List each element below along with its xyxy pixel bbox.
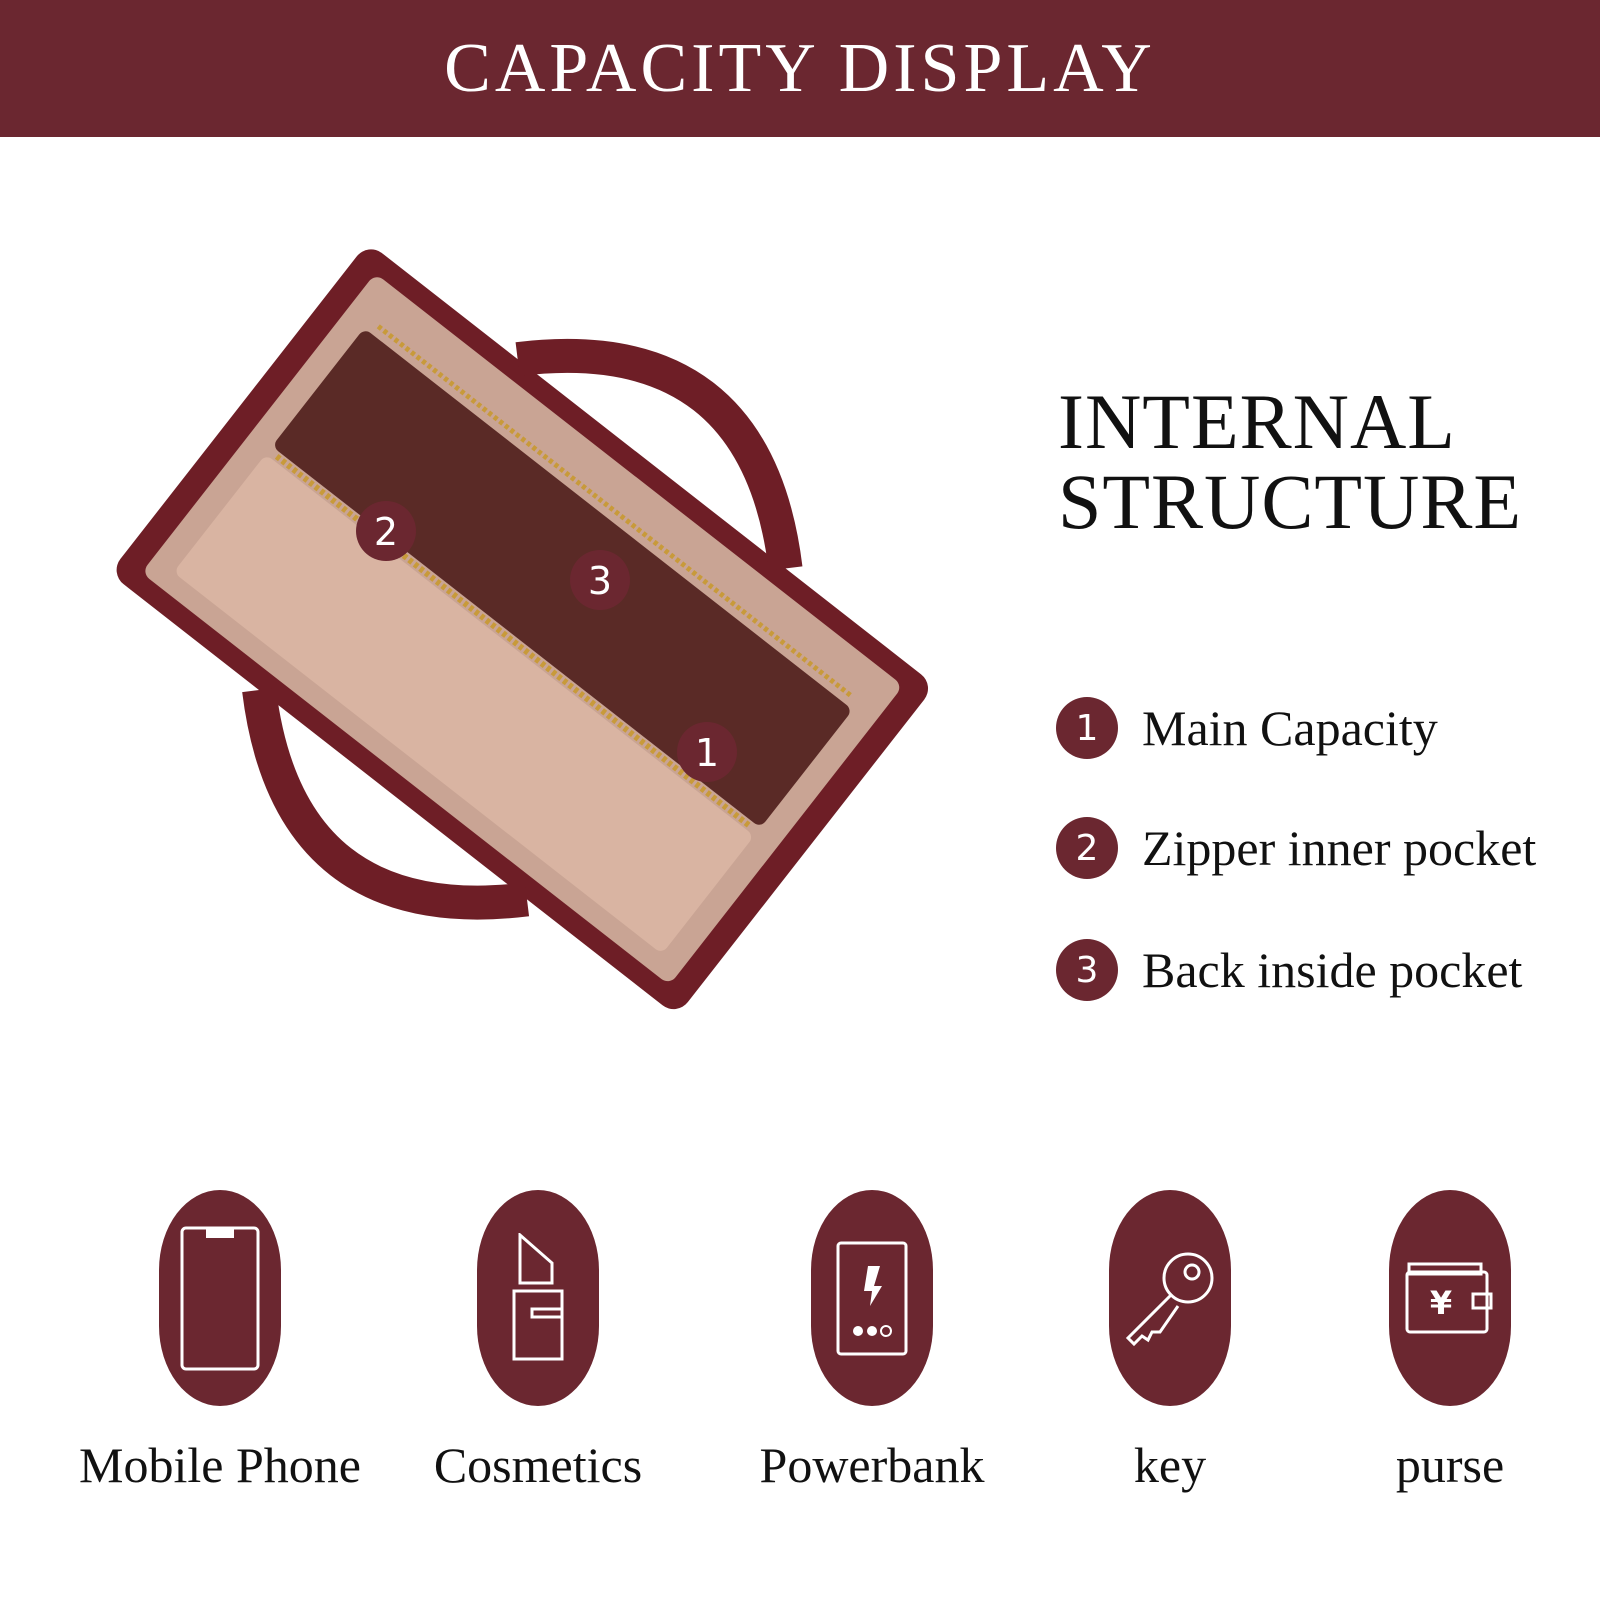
page-title: CAPACITY DISPLAY [444,29,1156,107]
item-key: key [1020,1190,1320,1494]
number-badge: 1 [1056,697,1118,759]
item-label: key [1133,1437,1207,1493]
phone-icon [159,1190,281,1406]
handbag-image: 2 3 1 [116,249,929,1010]
lipstick-icon [477,1190,599,1406]
feature-label: Zipper inner pocket [1142,820,1537,876]
svg-text:¥: ¥ [1430,1284,1452,1322]
item-label: Mobile Phone [79,1437,361,1493]
svg-text:3: 3 [588,559,612,603]
key-icon [1109,1190,1231,1406]
svg-text:1: 1 [695,731,719,775]
marker-2: 2 [356,501,416,561]
title-line-2: STRUCTURE [1058,458,1523,545]
header-banner: CAPACITY DISPLAY [0,0,1600,137]
feature-label: Main Capacity [1142,700,1438,756]
number-badge: 2 [1056,817,1118,879]
item-purse: ¥ purse [1300,1190,1600,1494]
item-mobile-phone: Mobile Phone [70,1190,370,1494]
item-cosmetics: Cosmetics [388,1190,688,1494]
item-label: Powerbank [759,1437,985,1493]
feature-back-pocket: 3 Back inside pocket [1056,939,1522,1001]
wallet-icon: ¥ [1389,1190,1511,1406]
item-label: purse [1395,1437,1505,1493]
svg-text:2: 2 [374,510,398,554]
item-label: Cosmetics [433,1437,643,1493]
title-line-1: INTERNAL [1058,378,1456,465]
feature-label: Back inside pocket [1142,942,1523,998]
number-badge: 3 [1056,939,1118,1001]
marker-1: 1 [677,722,737,782]
feature-zipper-pocket: 2 Zipper inner pocket [1056,817,1536,879]
section-title: INTERNAL STRUCTURE [1058,382,1522,542]
powerbank-icon [811,1190,933,1406]
item-powerbank: Powerbank [722,1190,1022,1494]
feature-main-capacity: 1 Main Capacity [1056,697,1438,759]
marker-3: 3 [570,550,630,610]
